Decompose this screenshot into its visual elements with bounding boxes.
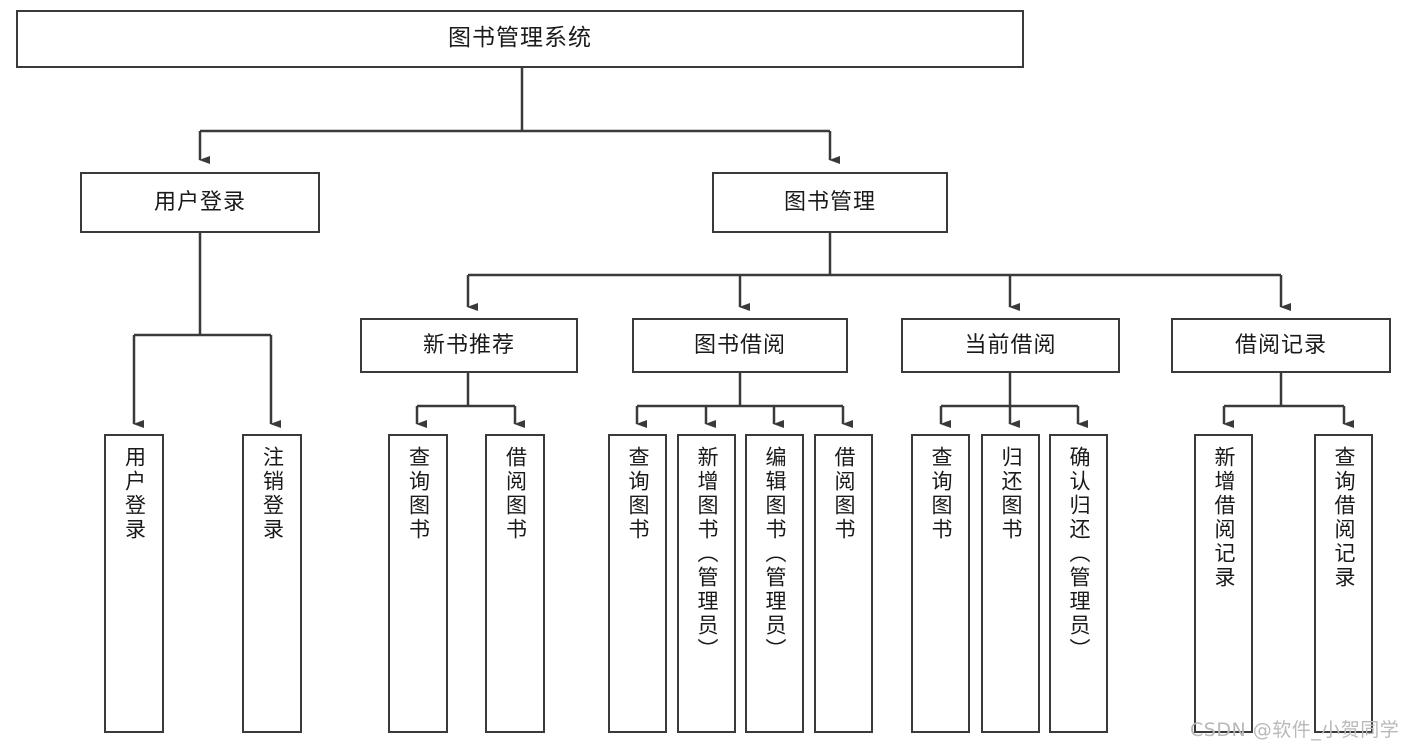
node-label: 查询图书 (406, 446, 431, 542)
node-label: 借阅图书 (832, 446, 856, 542)
leaf-query-books-new-recommend[interactable]: 查询图书 (388, 434, 448, 733)
leaf-query-books-borrow[interactable]: 查询图书 (608, 434, 667, 733)
node-label: 查询借阅记录 (1332, 446, 1356, 590)
leaf-add-book-admin[interactable]: 新增图书（管理员） (677, 434, 736, 733)
leaf-query-books-current[interactable]: 查询图书 (911, 434, 970, 733)
leaf-confirm-return-admin[interactable]: 确认归还（管理员） (1049, 434, 1108, 733)
node-user-login[interactable]: 用户登录 (80, 172, 320, 233)
leaf-query-borrow-record[interactable]: 查询借阅记录 (1314, 434, 1373, 733)
node-label: 用户登录 (122, 446, 147, 542)
node-label: 当前借阅 (964, 332, 1057, 358)
node-label: 查询图书 (626, 446, 650, 542)
node-label: 归还图书 (999, 446, 1023, 542)
node-current-borrowing[interactable]: 当前借阅 (901, 318, 1120, 373)
csdn-watermark: CSDN @软件_小贺同学 (1190, 719, 1400, 741)
leaf-add-borrow-record[interactable]: 新增借阅记录 (1194, 434, 1253, 733)
node-label: 新增图书（管理员） (695, 446, 719, 662)
node-label: 用户登录 (153, 189, 246, 215)
leaf-return-books[interactable]: 归还图书 (981, 434, 1040, 733)
node-label: 借阅图书 (503, 446, 528, 542)
leaf-user-login[interactable]: 用户登录 (104, 434, 164, 733)
leaf-edit-book-admin[interactable]: 编辑图书（管理员） (745, 434, 804, 733)
node-label: 新增借阅记录 (1212, 446, 1236, 590)
node-label: 图书借阅 (693, 332, 786, 358)
node-label: 图书管理 (783, 189, 876, 215)
node-root-book-management-system[interactable]: 图书管理系统 (16, 10, 1024, 68)
node-book-borrowing[interactable]: 图书借阅 (632, 318, 848, 373)
node-borrowing-records[interactable]: 借阅记录 (1171, 318, 1391, 373)
node-label: 图书管理系统 (448, 25, 592, 52)
node-label: 借阅记录 (1234, 332, 1327, 358)
node-new-book-recommendation[interactable]: 新书推荐 (360, 318, 578, 373)
node-label: 编辑图书（管理员） (763, 446, 787, 662)
leaf-logout[interactable]: 注销登录 (242, 434, 302, 733)
node-book-management[interactable]: 图书管理 (712, 172, 948, 233)
node-label: 查询图书 (929, 446, 953, 542)
leaf-borrow-books-new-recommend[interactable]: 借阅图书 (485, 434, 545, 733)
leaf-borrow-books[interactable]: 借阅图书 (814, 434, 873, 733)
node-label: 确认归还（管理员） (1067, 446, 1091, 662)
node-label: 新书推荐 (422, 332, 515, 358)
node-label: 注销登录 (260, 446, 285, 542)
